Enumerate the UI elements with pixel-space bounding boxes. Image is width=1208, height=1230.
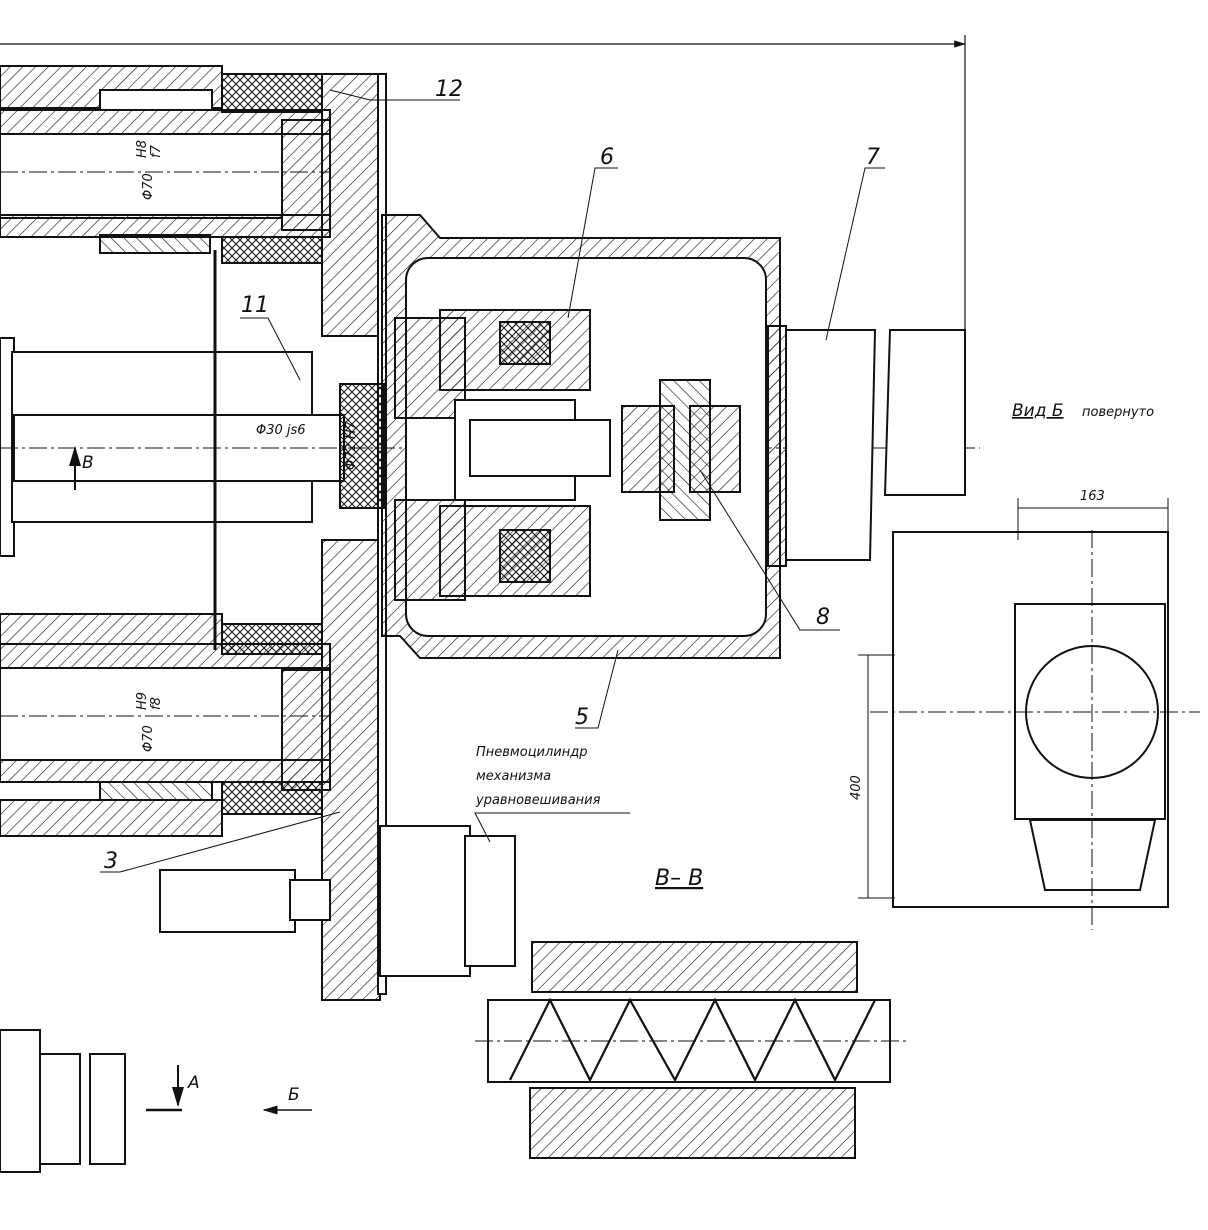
dimension-phi70-h9: Φ70 H9 f8 [135,692,164,752]
dim-d1-fit-bottom: f7 [149,144,164,158]
dim-width-163: 163 [1080,489,1105,504]
dim-shaft: Φ30 js6 [256,423,306,438]
flange-plate-3 [321,73,387,1001]
dim-d2-base: Φ70 [141,725,156,752]
dim-d2-fit-bottom: f8 [149,697,164,710]
part-label-5: 5 [575,705,589,730]
part-label-7: 7 [866,145,880,170]
view-title: Вид Б [1012,401,1064,421]
pneumatic-cylinder [159,825,516,977]
dimension-phi70-h8: Φ70 H8 f7 [135,140,164,200]
part-label-6: 6 [600,145,614,170]
section-title: B– B [655,866,703,891]
part-label-11: 11 [241,293,269,318]
callout-line-3: уравновешивания [475,793,601,808]
view-title-suffix: повернуто [1082,405,1154,420]
dimension-bore: Φ72 H7 [344,420,359,470]
view-b-dimensions [858,498,1169,899]
spindle-shaft [0,250,980,650]
view-b-rotated [870,530,1200,930]
part-label-3: 3 [104,849,118,874]
section-b-b [475,941,910,1159]
view-b-letter: Б [288,1085,300,1105]
dim-d2-fit-top: H9 [135,692,150,710]
dim-d1-base: Φ70 [141,173,156,200]
coupling-8 [621,379,741,521]
view-b-arrow: Б [262,1085,312,1115]
bottom-left-fragment [0,1029,126,1173]
section-b-letter: B [82,453,94,473]
upper-cylinder [0,65,331,264]
part-label-12: 12 [435,77,463,102]
dimension-400: 400 [849,775,864,800]
motor-7 [767,325,966,567]
dim-height-400: 400 [849,775,864,800]
part-label-8: 8 [816,605,830,630]
view-a-arrow: A [146,1065,200,1112]
dim-bore-text: Φ72 H7 [344,420,359,470]
view-a-letter: A [187,1073,200,1093]
section-b-arrow: B [69,446,94,490]
clutch-6 [394,309,611,601]
callout-line-2: механизма [476,769,551,784]
lower-cylinder [0,613,331,837]
leader-lines [100,89,885,873]
callout-line-1: Пневмоцилиндр [476,745,588,760]
dim-d1-fit-top: H8 [135,140,150,158]
